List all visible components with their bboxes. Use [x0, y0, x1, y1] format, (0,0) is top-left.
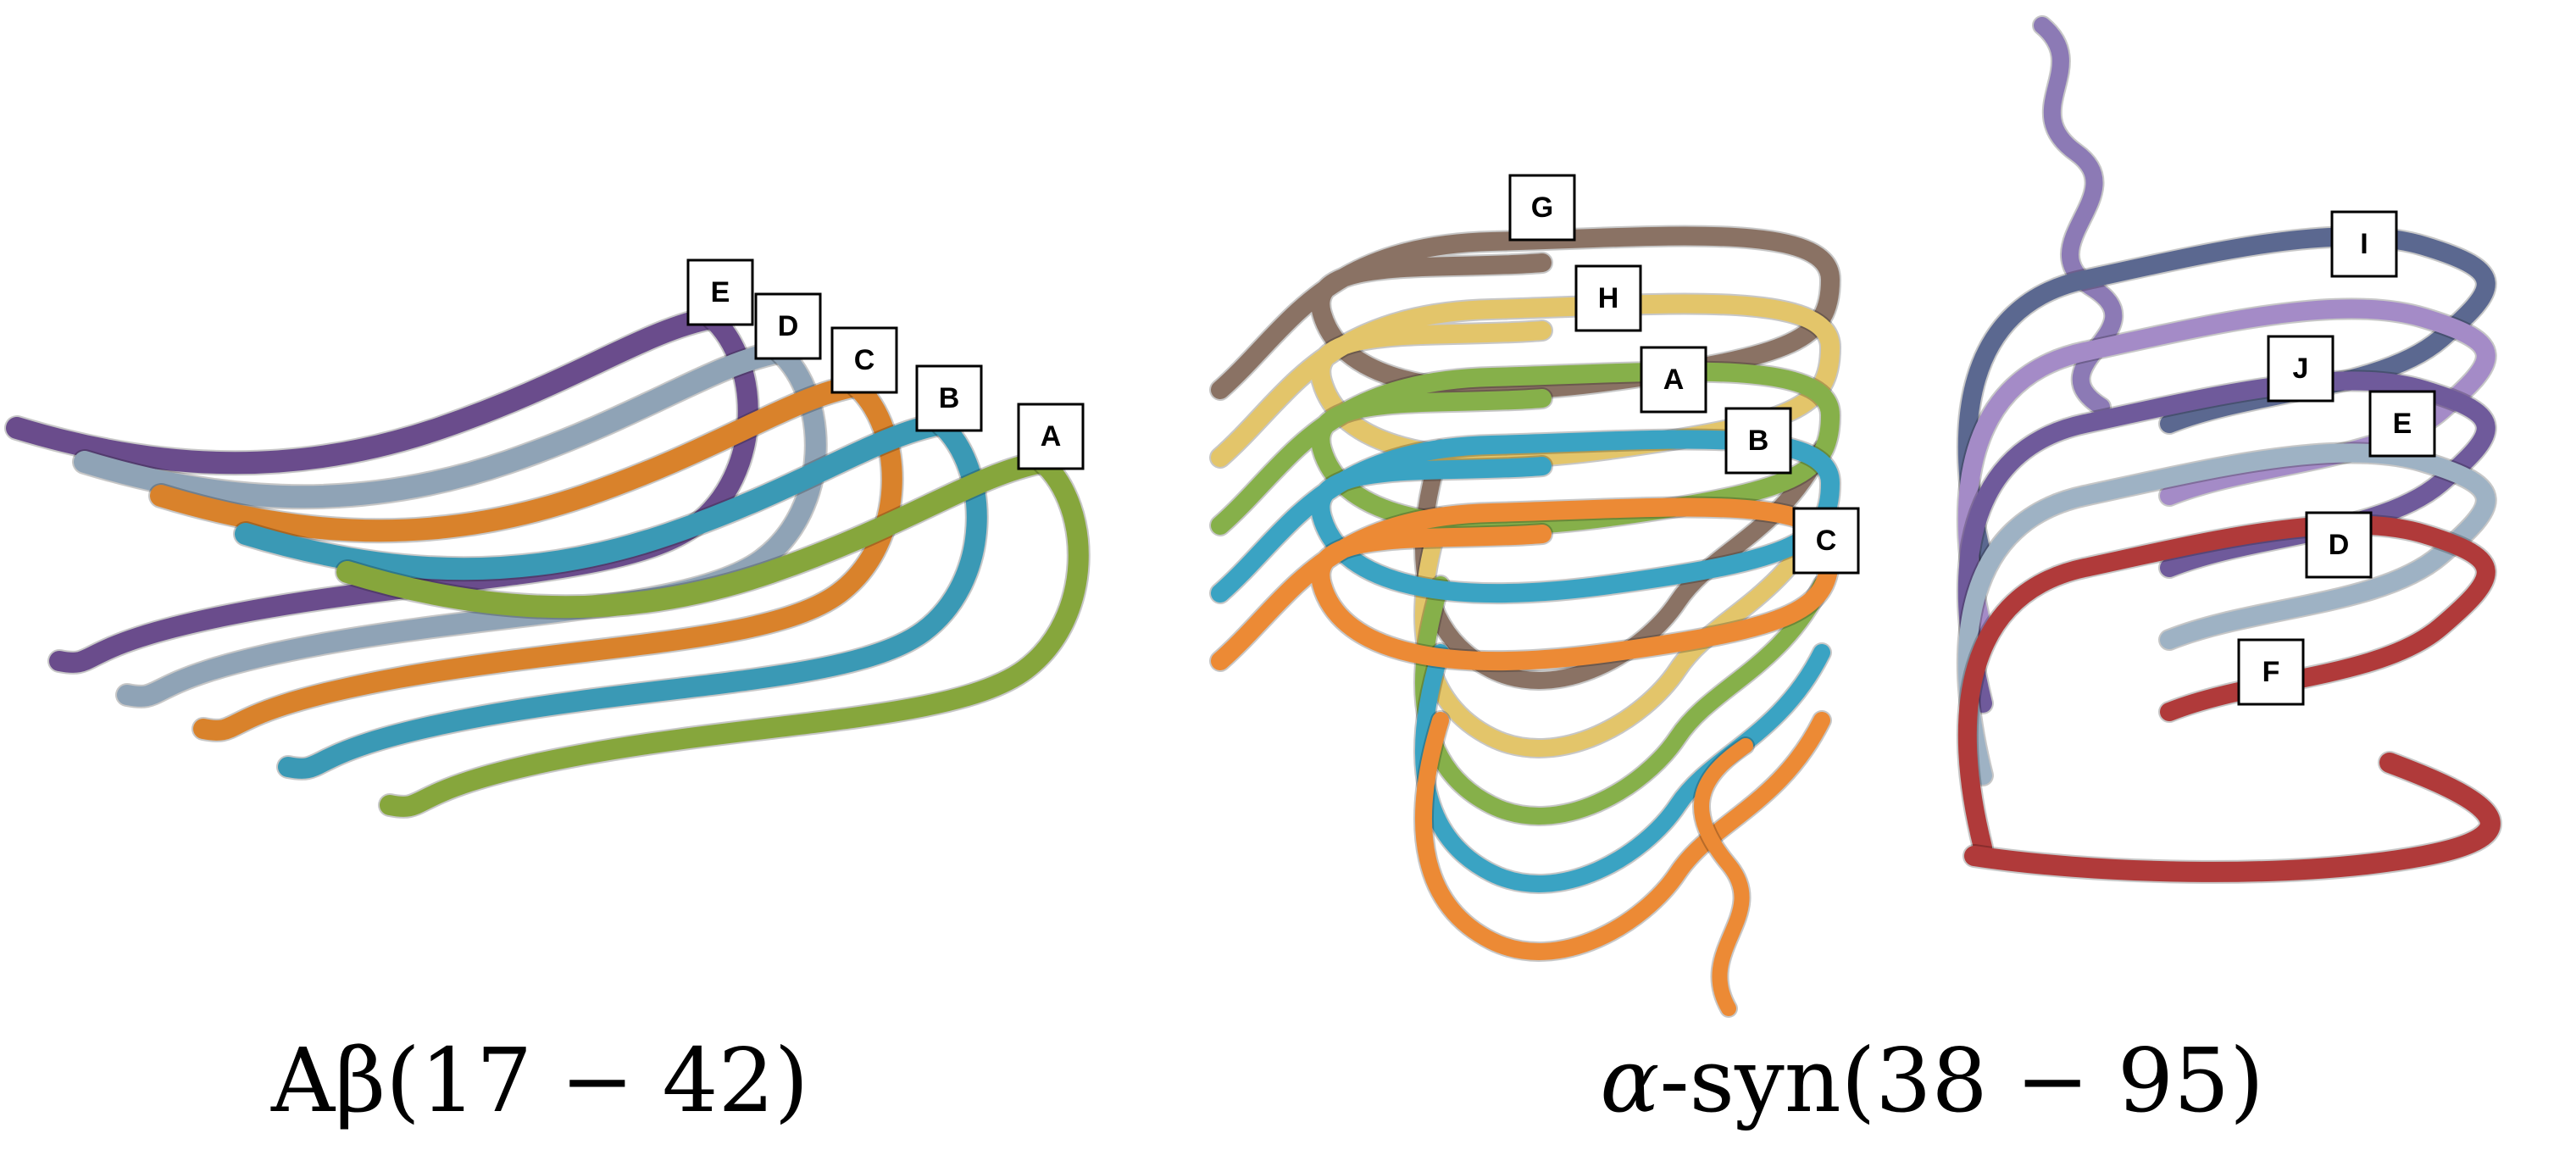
abeta-fibril-structure — [4, 305, 1091, 819]
abeta-chain-c-strand1 — [150, 375, 867, 542]
asyn-right-chain-label-j: J — [2267, 335, 2334, 403]
svg-text:B: B — [1748, 425, 1769, 457]
asyn-right-chain-label-f: F — [2237, 638, 2305, 706]
abeta-chain-d-strand1 — [74, 341, 791, 508]
asyn-right-chain-f-arm — [1957, 515, 2496, 857]
asyn-left-chain-label-c: C — [1792, 507, 1860, 575]
svg-text:E: E — [2393, 408, 2412, 440]
svg-text:A: A — [1663, 364, 1685, 396]
asyn-left-chain-label-a: A — [1640, 346, 1707, 414]
abeta-chain-a-strand2 — [380, 452, 1089, 817]
abeta-chain-label-d: D — [754, 292, 822, 360]
asyn-left-chain-label-g: G — [1508, 174, 1576, 242]
chain-labels: E D C B A G H A B C I J E D F — [686, 174, 2436, 706]
asyn-right-chain-label-e: E — [2368, 390, 2436, 458]
abeta-chain-label-b: B — [915, 364, 983, 432]
asyn-left-tail — [1694, 738, 1753, 1016]
asyn-left-chain-b-turn — [1415, 644, 1830, 892]
asyn-fibril-structure-left — [1209, 225, 1841, 1018]
svg-text:F: F — [2262, 656, 2280, 688]
abeta-caption: Aβ(17 − 42) — [271, 1029, 809, 1132]
svg-text:B: B — [939, 382, 960, 414]
abeta-chain-e-strand1 — [6, 307, 723, 475]
asyn-left-chain-label-h: H — [1574, 264, 1642, 332]
svg-text:C: C — [1816, 525, 1837, 557]
asyn-left-chain-c-loop — [1211, 497, 1840, 671]
svg-text:A: A — [1041, 420, 1062, 453]
abeta-chain-b-strand1 — [235, 413, 952, 581]
asyn-left-chain-a-loop — [1211, 362, 1840, 536]
svg-text:G: G — [1531, 192, 1553, 224]
asyn-right-base-loop — [1964, 753, 2501, 882]
asyn-left-chain-label-b: B — [1724, 407, 1792, 475]
abeta-chain-c-strand2 — [193, 375, 902, 741]
svg-text:E: E — [711, 276, 730, 308]
asyn-caption: α-syn(38 − 95) — [1593, 1030, 2271, 1131]
svg-text:C: C — [854, 344, 875, 376]
asyn-right-chain-label-d: D — [2305, 511, 2373, 579]
asyn-left-chain-c-turn — [1415, 712, 1830, 960]
svg-text:J: J — [2293, 353, 2309, 385]
asyn-right-chain-label-i: I — [2330, 210, 2398, 278]
abeta-chain-label-a: A — [1017, 403, 1085, 470]
svg-text:D: D — [2329, 529, 2350, 561]
asyn-left-chain-g-loop — [1211, 226, 1840, 400]
alpha-symbol: α — [1600, 1029, 1660, 1132]
svg-text:H: H — [1598, 282, 1619, 314]
asyn-left-chain-h-loop — [1211, 294, 1840, 468]
svg-text:I: I — [2360, 228, 2368, 260]
abeta-chain-a-strand1 — [336, 451, 1053, 619]
abeta-chain-label-c: C — [830, 326, 898, 394]
abeta-chain-label-e: E — [686, 258, 754, 326]
asyn-caption-text: -syn(38 − 95) — [1659, 1029, 2264, 1132]
svg-text:D: D — [778, 310, 799, 342]
abeta-chain-b-strand2 — [278, 414, 987, 779]
